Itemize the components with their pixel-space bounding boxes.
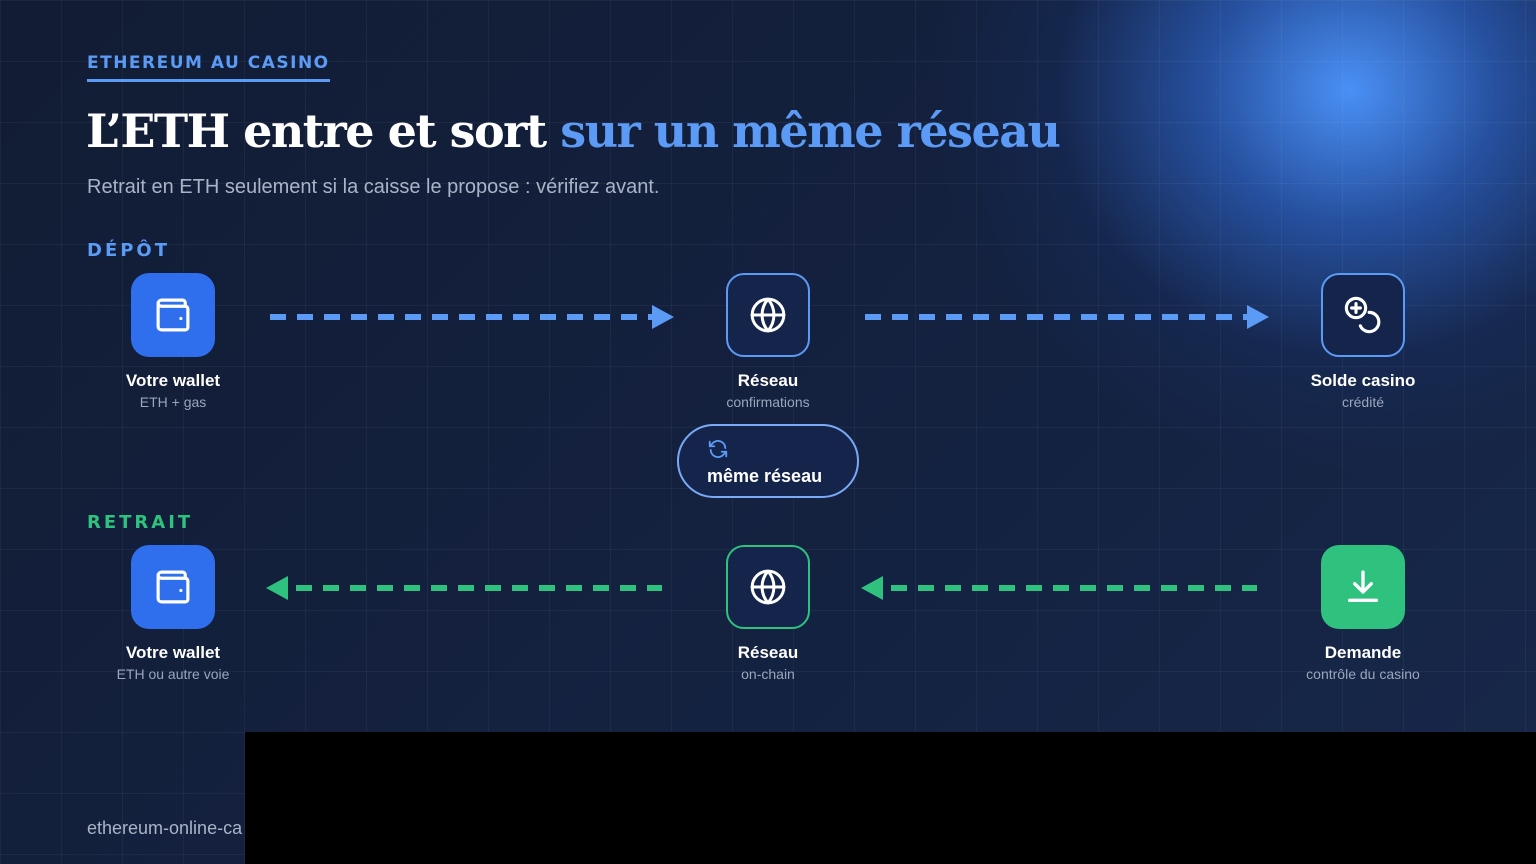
badge-label: même réseau — [707, 466, 823, 486]
wallet-icon — [131, 273, 215, 357]
depot-arrow-2 — [865, 305, 1269, 329]
node-name: Réseau — [737, 371, 799, 390]
node-name: Votre wallet — [125, 643, 221, 662]
retrait-arrow-1 — [266, 576, 662, 600]
retrait-arrow-2 — [861, 576, 1257, 600]
title-main: L’ETH entre et sort — [86, 104, 561, 158]
node-subtitle: crédité — [1341, 394, 1385, 410]
retrait-node-network: Réseau on-chain — [668, 545, 868, 682]
node-name: Demande — [1324, 643, 1402, 662]
node-subtitle: ETH ou autre voie — [116, 666, 230, 682]
node-name: Solde casino — [1310, 371, 1416, 390]
wallet-icon — [131, 545, 215, 629]
section-label-retrait: RETRAIT — [87, 512, 194, 533]
title-highlight: sur un même réseau — [560, 104, 1061, 158]
download-icon — [1321, 545, 1405, 629]
same-network-badge: même réseau — [677, 424, 859, 498]
retrait-node-request: Demande contrôle du casino — [1263, 545, 1463, 682]
globe-icon — [726, 545, 810, 629]
node-subtitle: contrôle du casino — [1306, 666, 1420, 682]
node-subtitle: on-chain — [741, 666, 795, 682]
page-title: L’ETH entre et sort sur un même réseau — [86, 104, 1061, 158]
footer-url: ethereum-online-ca — [87, 818, 243, 838]
depot-node-network: Réseau confirmations — [668, 273, 868, 410]
depot-arrow-1 — [270, 305, 674, 329]
eyebrow-label: ETHEREUM AU CASINO — [87, 53, 330, 82]
node-subtitle: confirmations — [726, 394, 810, 410]
depot-node-wallet: Votre wallet ETH + gas — [73, 273, 273, 410]
node-name: Votre wallet — [125, 371, 221, 390]
node-name: Réseau — [737, 643, 799, 662]
black-overlay — [245, 732, 1536, 864]
globe-icon — [726, 273, 810, 357]
node-subtitle: ETH + gas — [139, 394, 207, 410]
coins-icon — [1321, 273, 1405, 357]
section-label-depot: DÉPÔT — [87, 240, 171, 261]
depot-node-casino-balance: Solde casino crédité — [1263, 273, 1463, 410]
refresh-icon — [707, 438, 729, 464]
retrait-node-wallet: Votre wallet ETH ou autre voie — [73, 545, 273, 682]
page-subtitle: Retrait en ETH seulement si la caisse le… — [87, 176, 660, 198]
